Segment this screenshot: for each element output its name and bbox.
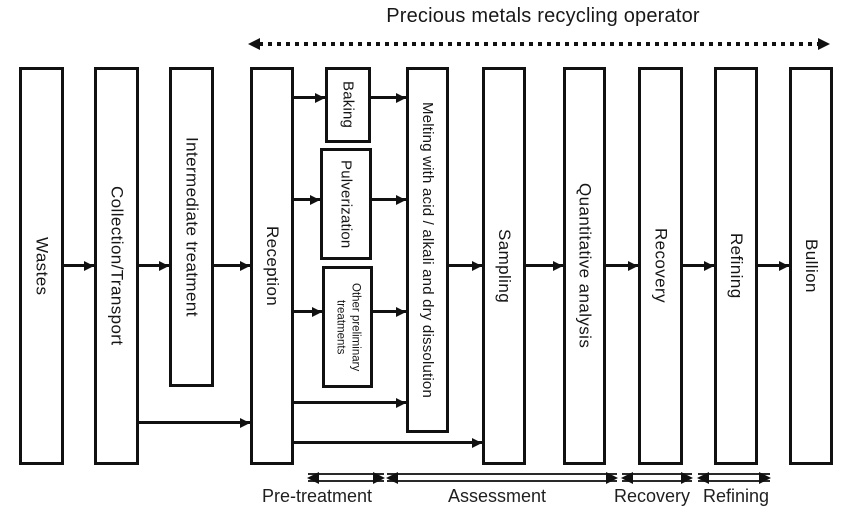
option-label-pulverization: Pulverization <box>337 159 355 249</box>
stage-box-wastes: Wastes <box>19 67 64 465</box>
stage-box-sampling: Sampling <box>482 67 526 465</box>
arrow-other-treatments-to-melting <box>373 310 406 313</box>
option-label-baking: Baking <box>339 81 357 129</box>
phase-label-assessment: Assessment <box>447 486 547 506</box>
arrow-reception-to-pulverization <box>294 198 320 201</box>
option-box-other-preliminary-treatments: Other preliminary treatments <box>322 266 373 388</box>
arrow-reception-to-sampling-direct <box>294 441 482 444</box>
arrow-reception-to-baking <box>294 96 325 99</box>
stage-label-collection-transport: Collection/Transport <box>107 186 127 346</box>
arrow-collection-to-intermediate <box>139 264 169 267</box>
phase-label-recovery: Recovery <box>613 486 691 506</box>
phase-label-pre-treatment: Pre-treatment <box>261 486 373 506</box>
arrow-collection-to-reception-direct <box>139 421 250 424</box>
stage-box-intermediate-treatment: Intermediate treatment <box>169 67 214 387</box>
phase-range-arrow-pre-treatment <box>308 473 384 482</box>
arrow-reception-to-melting-direct <box>294 401 406 404</box>
option-box-pulverization: Pulverization <box>320 148 372 260</box>
option-label-other-preliminary-treatments: Other preliminary treatments <box>334 282 362 372</box>
phase-range-arrow-recovery <box>622 473 692 482</box>
stage-label-sampling: Sampling <box>495 228 514 304</box>
arrow-refining-to-bullion <box>758 264 789 267</box>
arrow-intermediate-to-reception <box>214 264 250 267</box>
arrow-wastes-to-collection <box>64 264 94 267</box>
stage-label-intermediate-treatment: Intermediate treatment <box>182 137 202 317</box>
arrow-melting-to-sampling <box>449 264 482 267</box>
stage-box-collection-transport: Collection/Transport <box>94 67 139 465</box>
phase-range-arrow-assessment <box>387 473 617 482</box>
operator-scope-arrow <box>248 38 830 50</box>
dotted-line <box>259 42 819 46</box>
arrow-sampling-to-quantitative-analysis <box>526 264 563 267</box>
stage-box-quantitative-analysis: Quantitative analysis <box>563 67 606 465</box>
stage-label-refining: Refining <box>727 233 746 299</box>
stage-box-recovery: Recovery <box>638 67 683 465</box>
stage-box-refining: Refining <box>714 67 758 465</box>
stage-label-bullion: Bullion <box>802 239 821 293</box>
arrow-baking-to-melting <box>371 96 406 99</box>
arrow-reception-to-other-treatments <box>294 310 322 313</box>
stage-box-bullion: Bullion <box>789 67 833 465</box>
stage-label-wastes: Wastes <box>32 236 52 296</box>
phase-range-arrow-refining <box>698 473 770 482</box>
stage-label-melting-dissolution: Melting with acid / alkali and dry disso… <box>419 101 436 398</box>
phase-label-refining: Refining <box>702 486 770 506</box>
stage-label-quantitative-analysis: Quantitative analysis <box>575 183 595 349</box>
stage-box-melting-dissolution: Melting with acid / alkali and dry disso… <box>406 67 449 433</box>
option-box-baking: Baking <box>325 67 371 143</box>
stage-label-recovery: Recovery <box>651 228 671 304</box>
diagram-title: Precious metals recycling operator <box>386 5 700 27</box>
arrow-pulverization-to-melting <box>372 198 406 201</box>
arrow-quantitative-analysis-to-recovery <box>606 264 638 267</box>
arrow-recovery-to-refining <box>683 264 714 267</box>
stage-label-reception: Reception <box>263 225 282 307</box>
stage-box-reception: Reception <box>250 67 294 465</box>
